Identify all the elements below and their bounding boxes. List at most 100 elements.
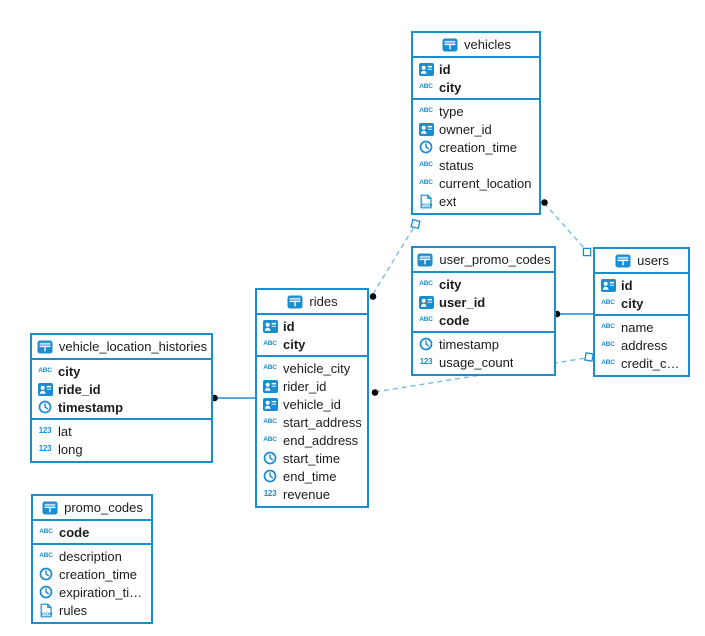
text-type-icon: ABC — [38, 366, 52, 374]
table-vehicle_location_histories[interactable]: vehicle_location_histories ABC city ride… — [30, 333, 213, 463]
table-header[interactable]: user_promo_codes — [413, 248, 554, 273]
column-name: id — [283, 318, 295, 334]
column-row: ABC address — [595, 336, 688, 354]
text-type-icon: ABC — [601, 340, 615, 348]
column-row: id — [257, 317, 367, 335]
relationship-line-rides-vehicles[interactable] — [372, 226, 415, 295]
column-name: timestamp — [439, 336, 499, 352]
column-name: vehicle_city — [283, 360, 351, 376]
column-row: rules — [33, 601, 151, 619]
column-name: vehicle_id — [283, 396, 341, 412]
column-row: user_id — [413, 293, 554, 311]
uuid-icon — [417, 295, 435, 309]
table-header[interactable]: promo_codes — [33, 496, 151, 521]
column-name: city — [439, 79, 462, 95]
text-type-icon: ABC — [419, 160, 433, 168]
column-row: ABC type — [413, 102, 539, 120]
column-row: expiration_time — [33, 583, 151, 601]
uuid-icon — [417, 122, 435, 136]
number-type-icon: 123 — [263, 489, 277, 498]
column-row: ABC start_address — [257, 413, 367, 431]
column-row: ABC code — [413, 311, 554, 329]
column-row: start_time — [257, 449, 367, 467]
table-icon — [416, 253, 434, 267]
column-row: ext — [413, 192, 539, 210]
uuid-icon — [261, 379, 279, 393]
text-type-icon: ABC — [419, 279, 433, 287]
clock-icon — [417, 140, 435, 154]
text-type-icon: ABC — [601, 358, 615, 366]
column-name: description — [59, 548, 122, 564]
column-name: usage_count — [439, 354, 514, 370]
column-row: rider_id — [257, 377, 367, 395]
number-type-icon: 123 — [38, 444, 52, 453]
text-type-icon: ABC — [601, 298, 615, 306]
column-row: ABC vehicle_city — [257, 359, 367, 377]
table-title: vehicle_location_histories — [58, 339, 208, 354]
column-row: id — [413, 60, 539, 78]
column-name: timestamp — [58, 399, 124, 415]
column-row: timestamp — [32, 398, 211, 416]
table-header[interactable]: vehicle_location_histories — [32, 335, 211, 360]
column-row: ABC city — [413, 275, 554, 293]
table-icon — [36, 340, 54, 354]
table-header[interactable]: rides — [257, 290, 367, 315]
table-icon — [441, 38, 459, 52]
clock-icon — [261, 451, 279, 465]
column-row: ABC city — [32, 362, 211, 380]
text-type-icon: ABC — [263, 339, 277, 347]
table-rides[interactable]: rides id ABC city ABC vehicle_city rider… — [255, 288, 369, 508]
column-name: city — [58, 363, 81, 379]
table-header[interactable]: users — [595, 249, 688, 274]
table-title: vehicles — [464, 37, 511, 52]
table-promo_codes[interactable]: promo_codes ABC code ABC description cre… — [31, 494, 153, 624]
column-name: rider_id — [283, 378, 327, 394]
column-name: lat — [58, 423, 72, 439]
column-name: type — [439, 103, 464, 119]
table-users[interactable]: users id ABC city ABC name ABC address A… — [593, 247, 690, 377]
relationship-dot-marker — [369, 293, 377, 300]
column-row: ABC end_address — [257, 431, 367, 449]
column-name: city — [283, 336, 306, 352]
column-row: ABC credit_card — [595, 354, 688, 372]
text-type-icon: ABC — [419, 82, 433, 90]
column-name: ext — [439, 193, 457, 209]
relationship-square-marker — [410, 218, 421, 230]
column-row: ABC status — [413, 156, 539, 174]
relationship-square-marker — [584, 352, 594, 362]
clock-icon — [417, 337, 435, 351]
table-header[interactable]: vehicles — [413, 33, 539, 58]
column-name: creation_time — [59, 566, 138, 582]
column-name: credit_card — [621, 355, 684, 371]
uuid-icon — [417, 62, 435, 76]
column-name: status — [439, 157, 474, 173]
column-name: ride_id — [58, 381, 101, 397]
text-type-icon: ABC — [263, 363, 277, 371]
column-row: end_time — [257, 467, 367, 485]
column-name: long — [58, 441, 83, 457]
column-row: 123 usage_count — [413, 353, 554, 371]
column-name: current_location — [439, 175, 532, 191]
uuid-icon — [599, 278, 617, 292]
text-type-icon: ABC — [39, 551, 53, 559]
number-type-icon: 123 — [38, 426, 52, 435]
column-name: city — [621, 295, 644, 311]
column-name: code — [439, 312, 470, 328]
clock-icon — [37, 567, 55, 581]
table-title: rides — [309, 294, 338, 309]
column-row: creation_time — [33, 565, 151, 583]
column-row: ride_id — [32, 380, 211, 398]
text-type-icon: ABC — [601, 322, 615, 330]
column-name: id — [621, 277, 633, 293]
column-name: city — [439, 276, 462, 292]
text-type-icon: ABC — [419, 315, 433, 323]
column-name: end_address — [283, 432, 359, 448]
table-vehicles[interactable]: vehicles id ABC city ABC type owner_id — [411, 31, 541, 215]
relationship-line-vehicles-users[interactable] — [543, 202, 586, 250]
column-row: vehicle_id — [257, 395, 367, 413]
table-title: users — [637, 253, 669, 268]
column-row: id — [595, 276, 688, 294]
table-user_promo_codes[interactable]: user_promo_codes ABC city user_id ABC co… — [411, 246, 556, 376]
column-row: 123 revenue — [257, 485, 367, 503]
